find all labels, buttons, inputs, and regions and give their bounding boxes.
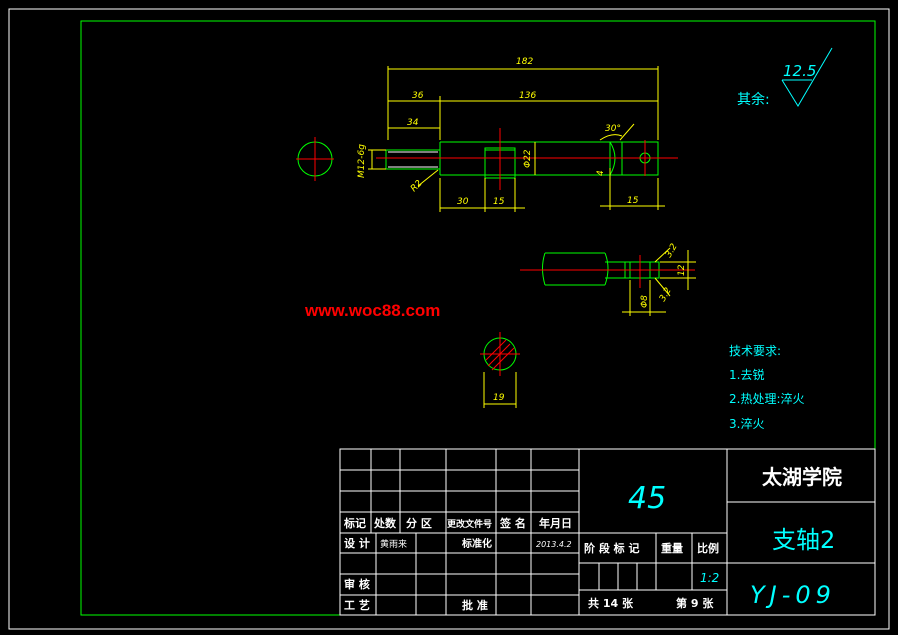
outer-frame bbox=[8, 8, 890, 630]
main-view-shaft bbox=[376, 128, 678, 190]
dim-diameter: Φ22 bbox=[523, 149, 533, 168]
scale-label: 比例 bbox=[697, 541, 719, 555]
weight-label: 重量 bbox=[661, 541, 683, 555]
dim-slot-width: 15 bbox=[493, 197, 505, 207]
sheet-number: 第 9 张 bbox=[676, 596, 714, 610]
approve-label: 批 准 bbox=[462, 598, 488, 612]
technical-notes: 技术要求: 1.去锐 2.热处理:淬火 3.淬火 bbox=[729, 344, 805, 431]
drawing-number: YJ-09 bbox=[750, 581, 836, 609]
dim-detail-hole: Φ8 bbox=[640, 295, 650, 308]
dim-detail-height: 12 bbox=[677, 264, 687, 276]
dim-radius: R2 bbox=[409, 178, 425, 194]
roughness-label: 其余: bbox=[737, 91, 770, 108]
main-view-dim-texts: 182 36 136 34 M12-6g Φ22 R2 30° 30 15 15… bbox=[357, 57, 639, 207]
dim-left-offset: 36 bbox=[412, 91, 424, 101]
review-label: 审 核 bbox=[344, 577, 370, 591]
dim-section: 19 bbox=[493, 393, 505, 403]
notes-item: 1.去锐 bbox=[729, 368, 764, 382]
detail-view-dim-texts: 12 Φ8 3.2 3.2 bbox=[640, 242, 687, 308]
title-block-texts: 标记 处数 分 区 更改文件号 签 名 年月日 设 计 黄雨来 标准化 2013… bbox=[343, 465, 842, 612]
part-name: 支轴2 bbox=[772, 526, 835, 554]
roughness-value: 12.5 bbox=[783, 62, 816, 80]
header-count: 处数 bbox=[373, 516, 397, 530]
standardize-label: 标准化 bbox=[461, 537, 492, 550]
notes-item: 3.淬火 bbox=[729, 416, 764, 431]
dim-slot-pos: 30 bbox=[457, 197, 469, 207]
dim-overall-length: 182 bbox=[516, 57, 533, 67]
school-name: 太湖学院 bbox=[762, 465, 842, 489]
process-label: 工 艺 bbox=[344, 598, 370, 612]
main-view-dimensions bbox=[368, 66, 665, 212]
title-block bbox=[339, 448, 876, 616]
dim-middle-length: 136 bbox=[519, 91, 536, 101]
dim-detail-tol-top: 3.2 bbox=[664, 242, 680, 260]
dim-thread-length: 34 bbox=[407, 118, 419, 128]
end-view bbox=[296, 137, 334, 181]
total-sheets: 共 14 张 bbox=[588, 596, 634, 610]
surface-roughness-symbol: 其余: 12.5 bbox=[737, 47, 833, 108]
header-zone: 分 区 bbox=[406, 516, 432, 530]
notes-item: 2.热处理:淬火 bbox=[729, 391, 805, 406]
header-signature: 签 名 bbox=[499, 516, 526, 530]
designer-name: 黄雨来 bbox=[380, 538, 407, 550]
dim-end-length: 15 bbox=[627, 196, 639, 206]
scale-value: 1:2 bbox=[700, 571, 719, 585]
stage-label: 阶 段 标 记 bbox=[584, 541, 640, 555]
dim-small: 4 bbox=[596, 170, 606, 176]
header-mark: 标记 bbox=[343, 516, 366, 530]
detail-view bbox=[520, 247, 696, 316]
header-change-doc: 更改文件号 bbox=[447, 518, 492, 530]
watermark: www.woc88.com bbox=[304, 301, 440, 320]
dim-detail-tol-bottom: 3.2 bbox=[658, 286, 674, 304]
dim-thread-spec: M12-6g bbox=[357, 144, 367, 178]
dim-angle: 30° bbox=[605, 124, 621, 134]
notes-title: 技术要求: bbox=[729, 344, 781, 358]
header-date: 年月日 bbox=[539, 516, 572, 530]
section-view: 19 bbox=[480, 332, 520, 408]
design-date: 2013.4.2 bbox=[536, 540, 572, 549]
material: 45 bbox=[628, 481, 666, 516]
design-label: 设 计 bbox=[344, 536, 370, 550]
